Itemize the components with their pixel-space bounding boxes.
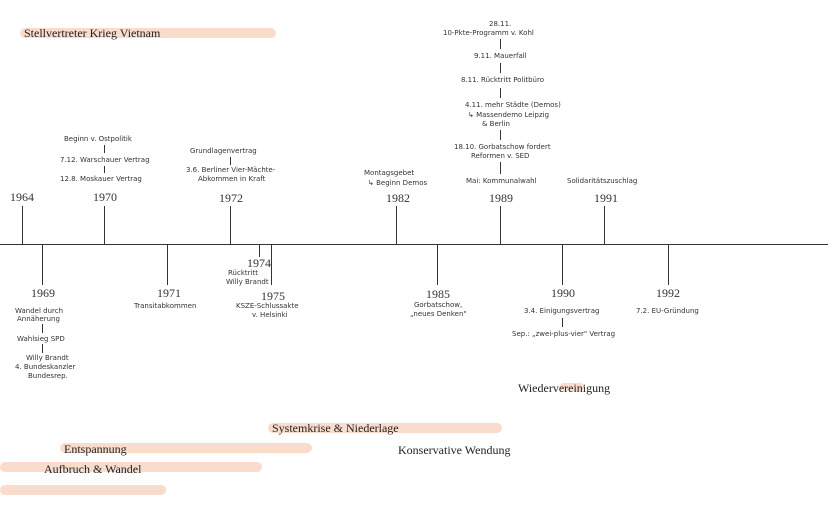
tick-1969	[42, 245, 43, 285]
year-1972: 1972	[219, 191, 243, 205]
connector-1970-b	[104, 166, 105, 173]
year-1982: 1982	[386, 191, 410, 205]
event-1972-berliner: 3.6. Berliner Vier-Mächte-	[186, 166, 276, 174]
highlight-aufbruch	[0, 462, 262, 472]
tick-1964	[22, 206, 23, 244]
connector-1989-c	[500, 88, 501, 98]
event-1974-brandt: Willy Brandt	[226, 278, 269, 286]
year-1990: 1990	[551, 286, 575, 300]
connector-1970-a	[104, 145, 105, 153]
event-1974-ruecktritt: Rücktritt	[228, 269, 258, 277]
event-1989-date: 28.11.	[489, 20, 512, 28]
heading-konservative-wendung: Konservative Wendung	[398, 443, 511, 457]
connector-1989-b	[500, 63, 501, 73]
event-1989-mehr-staedte: 4.11. mehr Städte (Demos)	[465, 101, 561, 109]
tick-1982	[396, 206, 397, 244]
event-1989-reformen: Reformen v. SED	[471, 152, 530, 160]
tick-1972	[230, 206, 231, 244]
event-1969-bundeskanzler: 4. Bundeskanzler	[15, 363, 76, 371]
connector-1989-a	[500, 39, 501, 49]
connector-1990	[562, 318, 563, 327]
year-1964: 1964	[10, 190, 34, 204]
year-1975: 1975	[261, 289, 285, 303]
connector-1969-a	[42, 324, 43, 333]
heading-systemkrise: Systemkrise & Niederlage	[272, 421, 399, 435]
event-1969-bundesrep: Bundesrep.	[28, 372, 68, 380]
tick-1974	[259, 245, 260, 257]
event-1989-kommunalwahl: Mai: Kommunalwahl	[466, 177, 537, 185]
event-1975-helsinki: v. Helsinki	[252, 311, 288, 319]
heading-aufbruch-wandel: Aufbruch & Wandel	[44, 462, 142, 476]
event-1970-ostpolitik: Beginn v. Ostpolitik	[64, 135, 132, 143]
event-1989-berlin: & Berlin	[482, 120, 510, 128]
highlight-systemkrise	[268, 423, 502, 433]
event-1972-grundlagenvertrag: Grundlagenvertrag	[190, 147, 257, 155]
highlight-wiedervereinigung	[560, 383, 584, 391]
tick-1985	[437, 245, 438, 285]
event-1969-annaeherung: Annäherung	[17, 315, 60, 323]
year-1985: 1985	[426, 287, 450, 301]
connector-1972	[230, 157, 231, 165]
tick-1975	[271, 245, 272, 285]
tick-1991	[604, 206, 605, 244]
highlight-entspannung	[60, 443, 312, 453]
heading-wiedervereinigung: Wiedervereinigung	[518, 381, 611, 395]
tick-1971	[167, 245, 168, 285]
year-1969: 1969	[31, 286, 55, 300]
event-1970-warschauer: 7.12. Warschauer Vertrag	[60, 156, 150, 164]
year-1974: 1974	[247, 256, 271, 270]
event-1989-gorbatschow: 18.10. Gorbatschow fordert	[454, 143, 551, 151]
year-1989: 1989	[489, 191, 513, 205]
event-1989-politbuero: 8.11. Rücktritt Politbüro	[461, 76, 544, 84]
tick-1970	[104, 206, 105, 244]
connector-1989-d	[500, 130, 501, 140]
event-1982-beginn-demos: ↳ Beginn Demos	[368, 179, 428, 187]
event-1985-neues-denken: „neues Denken"	[410, 310, 467, 318]
timeline-axis	[0, 244, 828, 245]
highlight-stellvertreter	[20, 28, 276, 38]
year-1991: 1991	[594, 191, 618, 205]
event-1969-wandel: Wandel durch	[15, 307, 64, 315]
tick-1990	[562, 245, 563, 285]
highlight-bottom	[0, 485, 166, 495]
year-1992: 1992	[656, 286, 680, 300]
event-1990-einigungsvertrag: 3.4. Einigungsvertrag	[524, 307, 600, 315]
event-1969-wahlsieg: Wahlsieg SPD	[17, 335, 65, 343]
tick-1992	[668, 245, 669, 285]
event-1992-eu-gruendung: 7.2. EU-Gründung	[636, 307, 699, 315]
year-1971: 1971	[157, 286, 181, 300]
heading-entspannung: Entspannung	[64, 442, 127, 456]
tick-1989	[500, 206, 501, 244]
event-1985-gorbatschow: Gorbatschow,	[414, 301, 463, 309]
event-1990-zwei-plus-vier: Sep.: „zwei-plus-vier" Vertrag	[512, 330, 616, 338]
year-1970: 1970	[93, 190, 117, 204]
event-1969-brandt: Willy Brandt	[26, 354, 69, 362]
event-1972-abkommen: Abkommen in Kraft	[198, 175, 266, 183]
heading-stellvertreter-krieg: Stellvertreter Krieg Vietnam	[24, 26, 161, 40]
event-1989-leipzig: ↳ Massendemo Leipzig	[468, 111, 550, 119]
connector-1989-e	[500, 162, 501, 174]
event-1971-transitabkommen: Transitabkommen	[134, 302, 197, 310]
event-1991-solidaritaetszuschlag: Solidaritätszuschlag	[567, 177, 638, 185]
event-1975-ksze: KSZE-Schlussakte	[236, 302, 299, 310]
connector-1969-b	[42, 344, 43, 353]
event-1982-montagsgebet: Montagsgebet	[364, 169, 415, 177]
event-1970-moskauer: 12.8. Moskauer Vertrag	[60, 175, 142, 183]
event-1989-kohl: 10-Pkte-Programm v. Kohl	[443, 29, 534, 37]
event-1989-mauerfall: 9.11. Mauerfall	[474, 52, 527, 60]
